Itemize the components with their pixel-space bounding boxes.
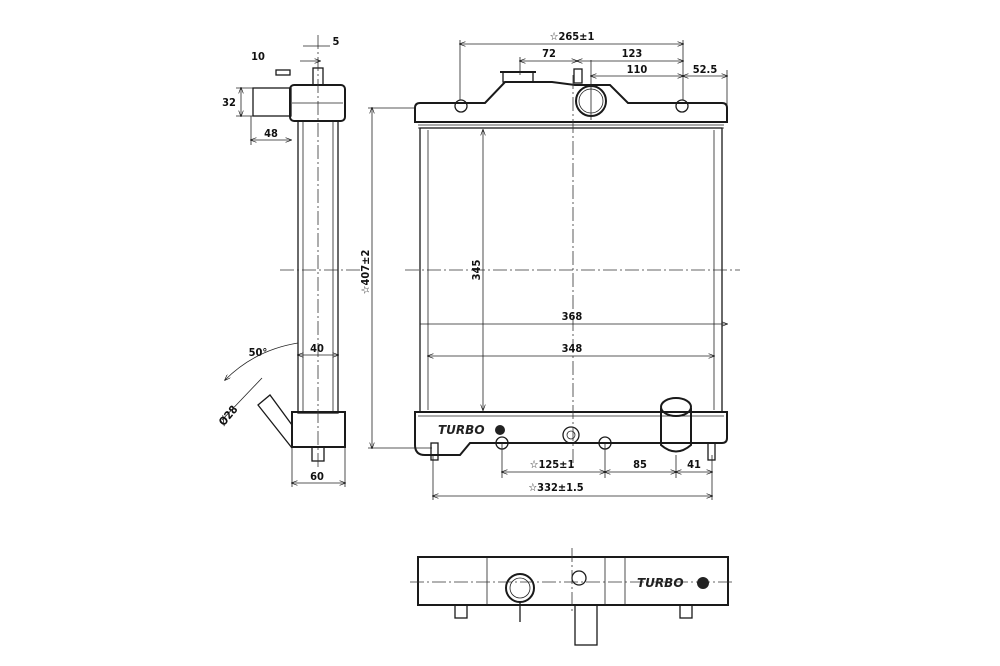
dim-72: 72 — [542, 47, 556, 60]
top-tank — [414, 81, 728, 123]
dim-40: 40 — [310, 342, 324, 355]
dim-28: Ø28 — [216, 403, 240, 428]
dim-345: 345 — [470, 260, 483, 281]
mount-hole — [675, 99, 689, 113]
turbo-logo-bottom-mark — [697, 577, 709, 589]
filler-cap — [502, 71, 534, 83]
turbo-logo-text: TURBO — [438, 423, 485, 437]
dim-332: ☆332±1.5 — [528, 481, 583, 494]
bottom-view: TURBO — [410, 548, 735, 646]
turbo-logo-mark — [495, 425, 505, 435]
bottom-tank-plan — [417, 556, 729, 606]
turbo-logo-bottom-text: TURBO — [637, 576, 684, 590]
side-view: 32 48 10 5 50° 40 Ø28 60 — [216, 35, 360, 487]
outlet-pipe — [660, 408, 692, 453]
bleed-pin — [573, 68, 583, 84]
dim-85: 85 — [633, 458, 647, 471]
mount-pin-right — [707, 442, 716, 461]
dim-50-degrees: 50° — [249, 346, 268, 359]
dim-265: ☆265±1 — [550, 30, 595, 43]
side-outlet-pipe — [257, 394, 293, 449]
dim-125: ☆125±1 — [530, 458, 575, 471]
bottom-outlet — [574, 604, 598, 646]
dim-48: 48 — [264, 127, 278, 140]
dim-32: 32 — [222, 96, 236, 109]
dim-123: 123 — [622, 47, 643, 60]
dim-368: 368 — [562, 310, 583, 323]
mount-hole — [454, 99, 468, 113]
side-bottom-tank — [291, 411, 346, 448]
dim-10: 10 — [251, 50, 265, 63]
bottom-tank — [414, 411, 728, 456]
side-inlet — [252, 87, 292, 117]
front-dimensions: ☆265±1 72 123 110 52.5 ☆407±2 345 368 34… — [359, 30, 727, 500]
bottom-drain — [571, 570, 587, 586]
front-view: TURBO ☆265±1 72 123 110 52.5 ☆407±2 345 — [359, 30, 740, 500]
dim-5: 5 — [333, 35, 340, 48]
dim-110: 110 — [627, 63, 648, 76]
dim-348: 348 — [562, 342, 583, 355]
dim-41: 41 — [687, 458, 701, 471]
turbo-logo: TURBO — [438, 423, 505, 437]
mount-pin-left — [430, 442, 439, 461]
dim-407: ☆407±2 — [359, 250, 372, 295]
drain-plug — [562, 426, 580, 444]
turbo-logo-bottom: TURBO — [637, 576, 709, 590]
dim-52-5: 52.5 — [693, 63, 718, 76]
dim-60: 60 — [310, 470, 324, 483]
